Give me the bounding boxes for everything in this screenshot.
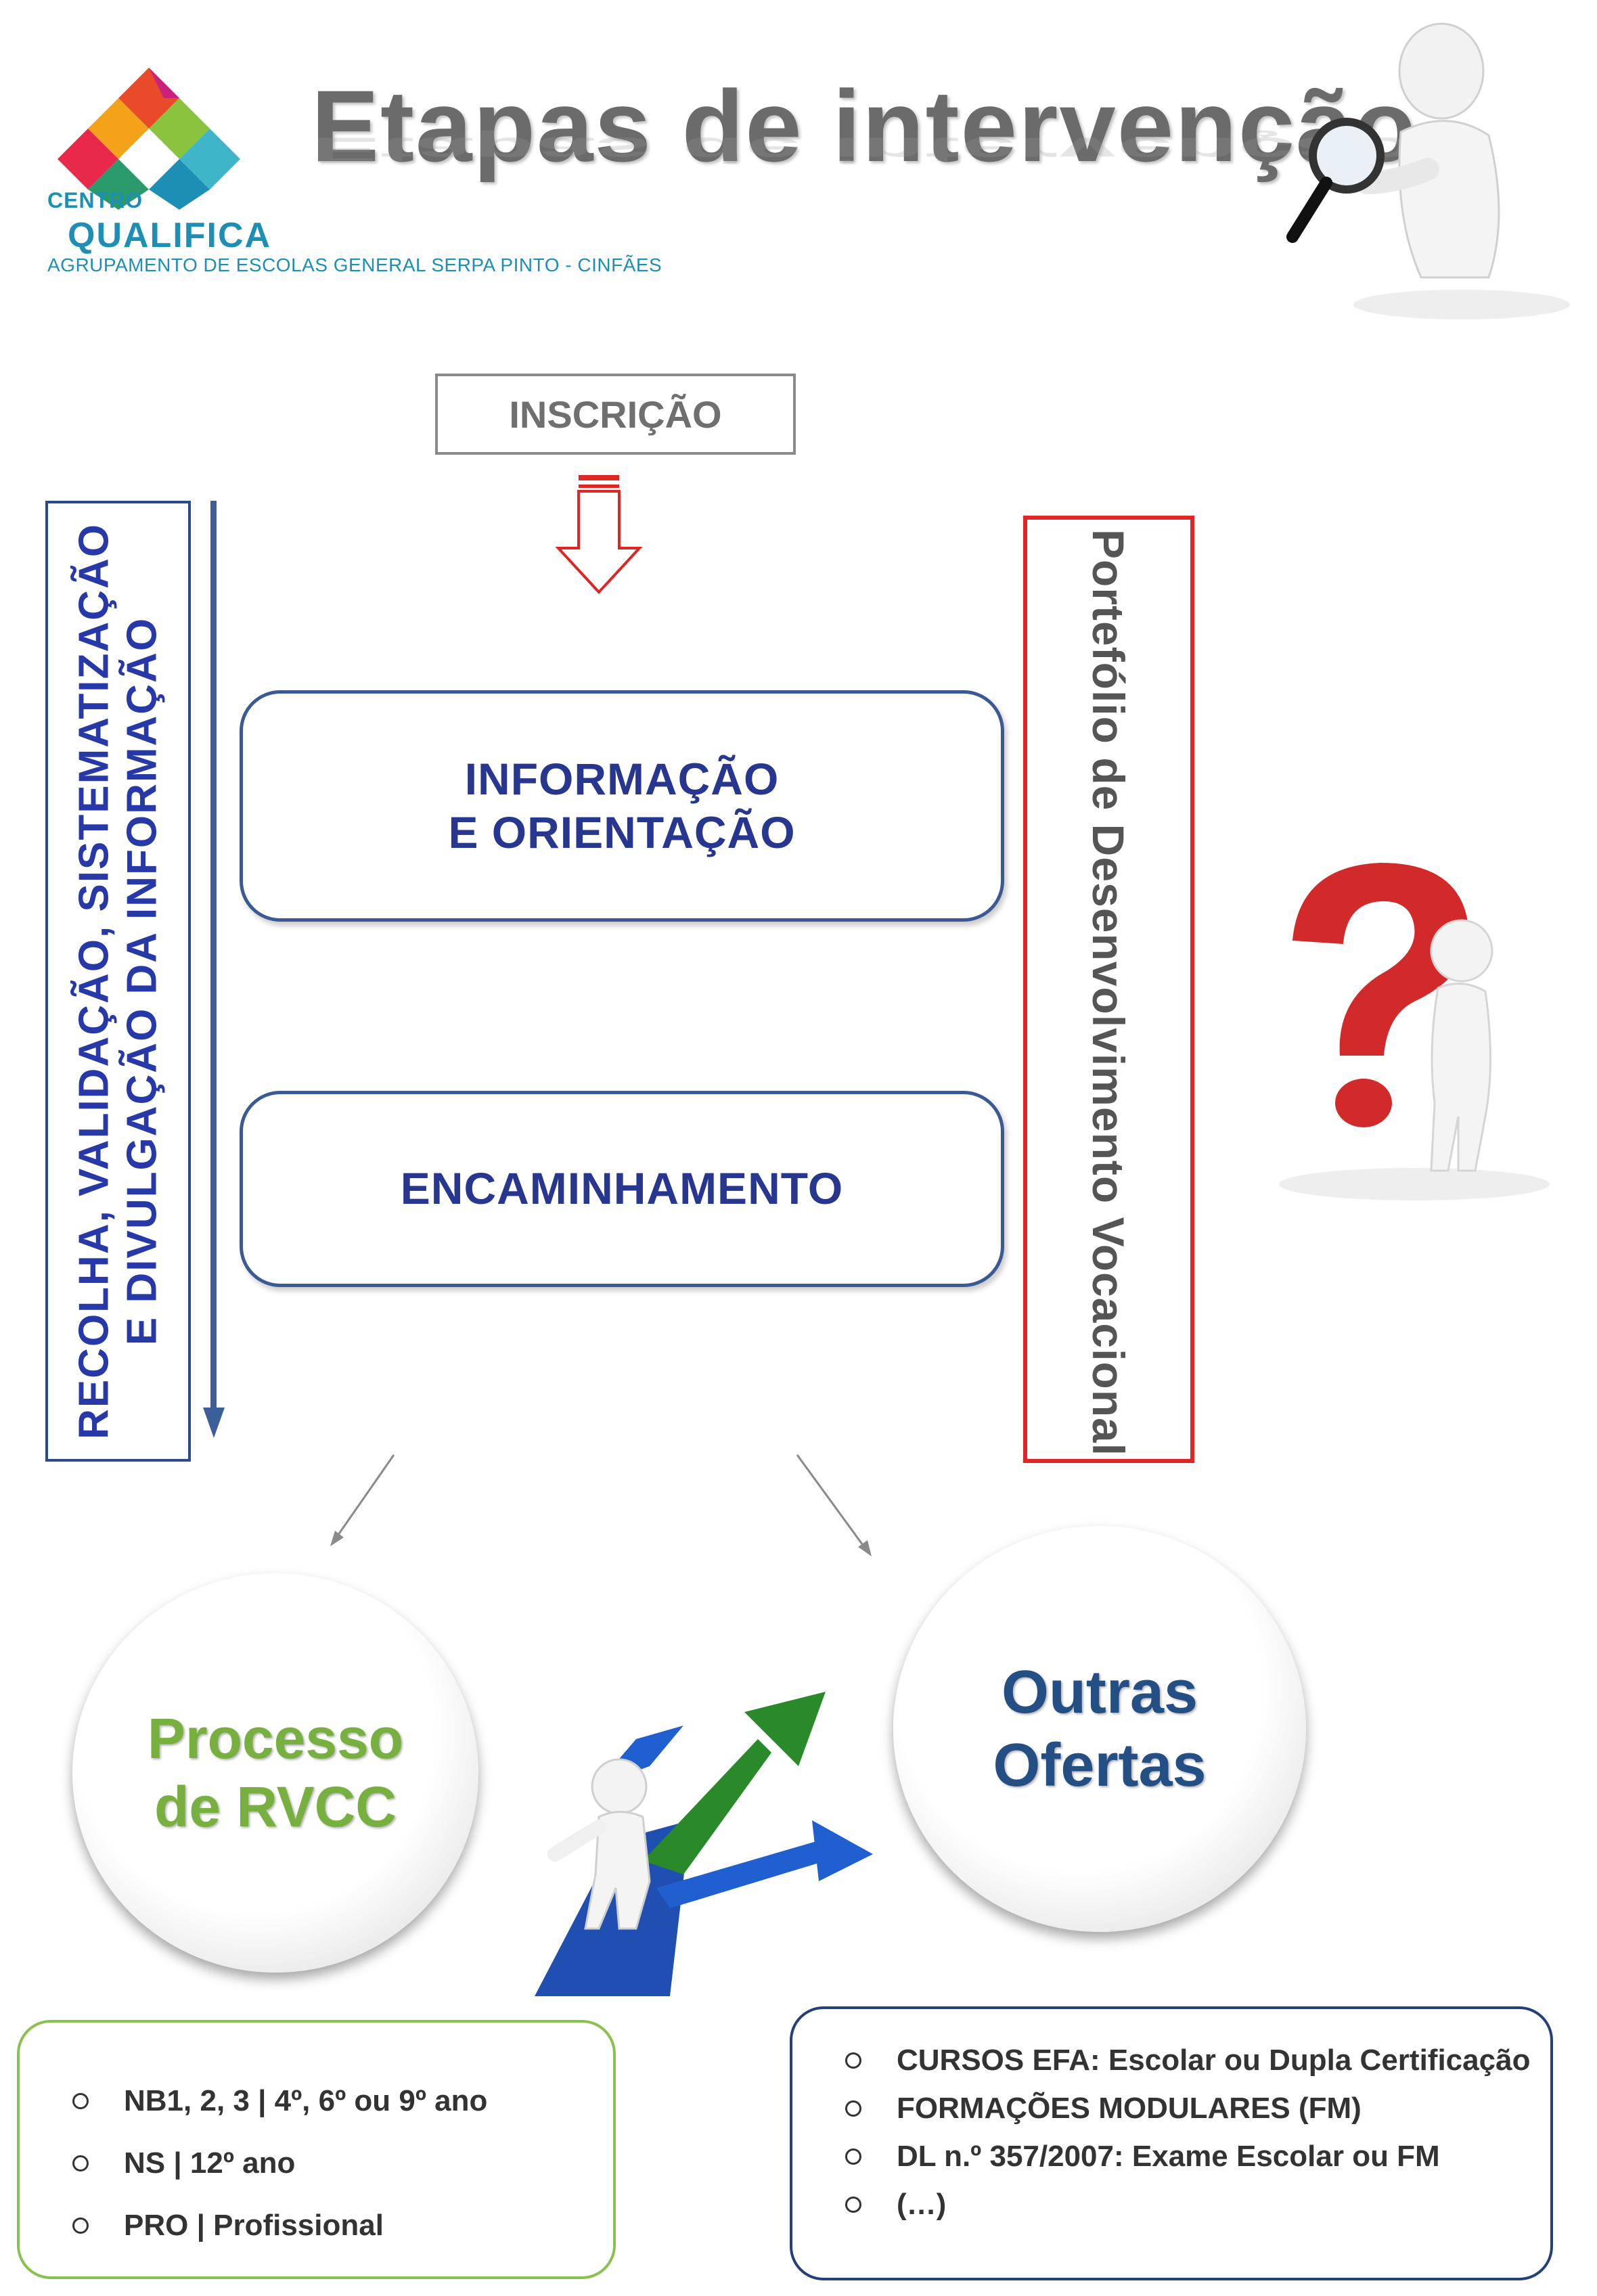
bullet-icon [72,2218,89,2234]
outras-ofertas-circle: Outras Ofertas [893,1526,1306,1932]
question-mark-figure-icon [1279,863,1550,1200]
rvcc-option-text: NB1, 2, 3 | 4º, 6º ou 9º ano [124,2084,488,2117]
rvcc-options-list: NB1, 2, 3 | 4º, 6º ou 9º ano NS | 12º an… [72,2070,487,2257]
portfolio-label: Portefólio de Desenvolvimento Vocacional [1083,529,1133,1457]
timeline-arrow-icon [203,501,225,1438]
rvcc-option-text: PRO | Profissional [124,2209,384,2242]
portfolio-box [1023,516,1194,1463]
list-item: (…) [845,2180,1530,2228]
page-title: Etapas de intervenção [311,69,1418,183]
bullet-icon [845,2100,861,2117]
list-item: NS | 12º ano [72,2132,487,2194]
left-process-box [45,501,191,1462]
crossroads-figure-icon [535,1692,873,1996]
list-item: DL n.º 357/2007: Exame Escolar ou FM [845,2132,1530,2180]
outras-option-text: CURSOS EFA: Escolar ou Dupla Certificaçã… [897,2043,1531,2077]
branch-arrows-icon [330,1454,872,1556]
logo-qualifica-label: QUALIFICA [68,216,272,255]
left-process-label: RECOLHA, VALIDAÇÃO, SISTEMATIZAÇÃO E DIV… [70,514,167,1448]
outras-option-text: FORMAÇÕES MODULARES (FM) [897,2091,1362,2125]
rvcc-circle: Processo de RVCC [72,1573,478,1973]
bullet-icon [845,2148,861,2165]
list-item: CURSOS EFA: Escolar ou Dupla Certificaçã… [845,2036,1530,2084]
outras-option-text: (…) [897,2187,947,2221]
logo-centro-label: CENTRO [47,188,143,212]
inscricao-box: INSCRIÇÃO [435,374,796,455]
rvcc-options-box: NB1, 2, 3 | 4º, 6º ou 9º ano NS | 12º an… [17,2020,616,2279]
list-item: PRO | Profissional [72,2194,487,2257]
down-arrow-icon [555,475,643,594]
rvcc-option-text: NS | 12º ano [124,2146,296,2180]
bullet-icon [72,2093,89,2109]
bullet-icon [845,2052,861,2069]
outras-options-box: CURSOS EFA: Escolar ou Dupla Certificaçã… [790,2006,1553,2280]
step-encaminhamento: ENCAMINHAMENTO [240,1091,1004,1287]
outras-option-text: DL n.º 357/2007: Exame Escolar ou FM [897,2139,1440,2173]
outras-line-1: Outras [1001,1659,1198,1726]
bullet-icon [845,2196,861,2213]
step-informacao-orientacao: INFORMAÇÃO E ORIENTAÇÃO [240,690,1004,922]
bullet-icon [72,2155,89,2171]
rvcc-line-1: Processo [147,1707,404,1771]
list-item: FORMAÇÕES MODULARES (FM) [845,2084,1530,2132]
list-item: NB1, 2, 3 | 4º, 6º ou 9º ano [72,2070,487,2132]
page-title-reflection: Etapas de intervenção [311,130,1418,171]
logo-school-label: AGRUPAMENTO DE ESCOLAS GENERAL SERPA PIN… [47,254,662,275]
centro-qualifica-logo-icon [58,68,240,210]
magnifier-figure-icon [1286,22,1570,319]
step-informacao-line-1: INFORMAÇÃO [464,753,780,804]
outras-options-list: CURSOS EFA: Escolar ou Dupla Certificaçã… [845,2036,1530,2228]
step-informacao-line-2: E ORIENTAÇÃO [448,807,796,857]
left-process-line-2: E DIVULGAÇÃO DA INFORMAÇÃO [119,616,166,1346]
rvcc-line-2: de RVCC [154,1775,397,1839]
outras-line-2: Ofertas [993,1732,1207,1799]
left-process-line-1: RECOLHA, VALIDAÇÃO, SISTEMATIZAÇÃO [70,523,118,1439]
